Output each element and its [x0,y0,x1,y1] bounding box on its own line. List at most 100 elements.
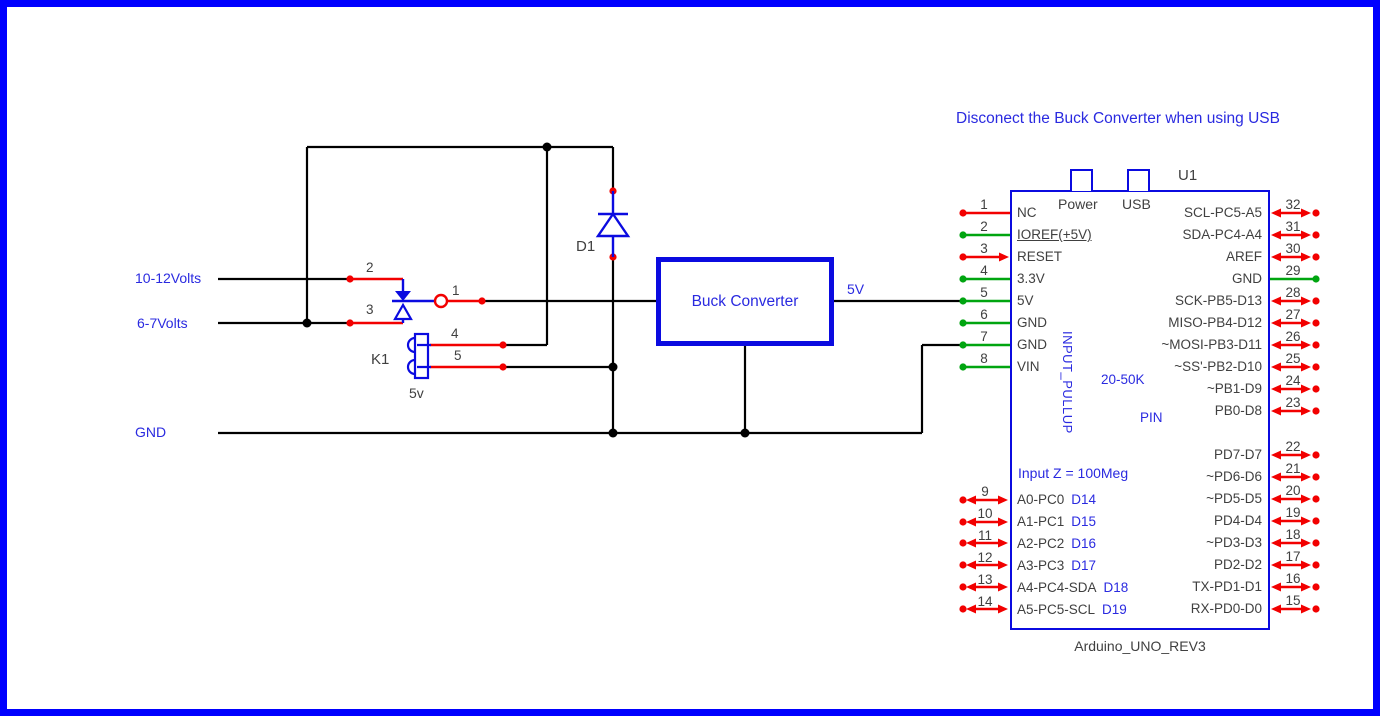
usage-note: Disconect the Buck Converter when using … [956,110,1280,127]
pin-number: 6 [980,307,988,322]
pin-number: 30 [1285,241,1301,256]
relay-pin-nc-number: 2 [366,260,374,275]
relay-nc-contact-triangle [395,291,411,301]
pin-number: 19 [1285,505,1301,520]
buck-converter-label: Buck Converter [691,292,799,310]
pin-label-vin: VIN [1017,359,1040,374]
arduino-right-pin-numbers-lower: 22 21 20 19 18 17 16 15 [1273,436,1313,612]
pin-number: 23 [1285,395,1301,410]
arduino-analog-pin-numbers: 9 10 11 12 13 14 [965,481,1005,613]
arduino-left-pin-numbers: 1 2 3 4 5 6 7 8 [964,194,1004,370]
relay-coil-voltage: 5v [409,385,424,401]
red-wires [350,277,503,369]
pin-number: 20 [1285,483,1301,498]
pin-number: 24 [1285,373,1301,388]
power-connector-tab [1070,169,1093,191]
arduino-designator: U1 [1178,167,1198,184]
diode-symbol [595,191,631,257]
relay-pin-coil-a-number: 4 [451,326,459,341]
pin-label: AREF [1225,249,1262,264]
pin-number: 21 [1285,461,1301,476]
pin-label-ioref: IOREF(+5V) [1017,227,1092,242]
arduino-part-name: Arduino_UNO_REV3 [1074,638,1206,654]
pin-label: MISO-PB4-D12 [1168,315,1262,330]
pin-label-3v3: 3.3V [1017,271,1045,286]
pin-number: 25 [1285,351,1301,366]
pin-label: ~MOSI-PB3-D11 [1161,337,1262,352]
usb-connector-tab [1127,169,1150,191]
pin-label: ~PB1-D9 [1206,381,1262,396]
pin-number: 7 [980,329,988,344]
relay-no-contact-triangle [393,302,413,321]
pin-label: ~PD3-D3 [1206,535,1262,550]
pin-label: PB0-D8 [1214,403,1262,418]
power-tab-label: Power [1058,196,1098,212]
arduino-right-pin-numbers-upper: 32 31 30 29 28 27 26 25 24 23 [1273,194,1313,414]
pin-label: RX-PD0-D0 [1190,601,1262,616]
buck-output-5v-label: 5V [847,281,865,297]
relay-common-terminal-circle [433,293,449,309]
pin-number: 12 [977,550,993,565]
pin-label: TX-PD1-D1 [1192,579,1262,594]
pin-label: PD2-D2 [1213,557,1262,572]
pin-number: 15 [1285,593,1301,608]
pin-number: 9 [981,484,989,499]
pin-label: ~PD6-D6 [1206,469,1262,484]
buck-converter-box: Buck Converter [656,257,834,346]
arduino-right-pin-labels-upper: SCL-PC5-A5 SDA-PC4-A4 AREF GND SCK-PB5-D… [1012,202,1262,422]
arduino-uno-box [1010,190,1270,630]
pullup-resistor-value: 20-50K [1101,372,1145,387]
gnd-label: GND [135,424,167,440]
junction-dots [302,142,750,438]
pin-number: 5 [980,285,988,300]
relay-coil-symbol [406,332,431,380]
pin-number: 1 [980,197,988,212]
pin-label-nc: NC [1017,205,1037,220]
pin-number: 2 [980,219,988,234]
pin-label-reset: RESET [1017,249,1063,264]
pin-number: 32 [1285,197,1301,212]
pin-label: SCK-PB5-D13 [1174,293,1262,308]
pullup-pin-label: PIN [1140,410,1163,425]
relay-designator: K1 [371,351,390,368]
pin-label: SCL-PC5-A5 [1183,205,1262,220]
pin-label-gnd-7: GND [1017,337,1047,352]
input-label-10-12v: 10-12Volts [135,270,202,286]
pin-number: 3 [980,241,988,256]
pin-number: 31 [1285,219,1301,234]
pin-number: 4 [980,263,988,278]
pin-number: 28 [1285,285,1301,300]
pin-number: 18 [1285,527,1301,542]
pin-number: 17 [1285,549,1301,564]
pin-number: 26 [1285,329,1301,344]
pin-number: 22 [1285,439,1301,454]
pin-number: 10 [977,506,993,521]
pin-number: 11 [977,528,992,543]
arduino-right-pin-labels-lower: PD7-D7 ~PD6-D6 ~PD5-D5 PD4-D4 ~PD3-D3 PD… [1012,444,1262,620]
pin-number: 14 [977,594,993,609]
pin-label-5v: 5V [1017,293,1034,308]
arduino-left-pin-labels: NC IOREF(+5V) RESET 3.3V 5V GND GND VIN [1017,202,1092,378]
pin-label: GND [1232,271,1262,286]
pin-number: 13 [977,572,993,587]
pin-number: 8 [980,351,988,366]
pin-label: PD4-D4 [1213,513,1262,528]
pin-number: 29 [1285,263,1301,278]
relay-pin-coil-b-number: 5 [454,348,462,363]
diode-designator: D1 [576,238,596,255]
pin-number: 16 [1285,571,1301,586]
input-impedance-note: Input Z = 100Meg [1018,465,1129,481]
pin-number: 27 [1285,307,1301,322]
pin-label-gnd-6: GND [1017,315,1047,330]
input-label-6-7v: 6-7Volts [137,315,188,331]
black-wires [218,145,963,435]
pin-label: PD7-D7 [1213,447,1262,462]
input-pullup-label: INPUT_PULLUP [1059,331,1075,434]
pin-label: SDA-PC4-A4 [1182,227,1262,242]
